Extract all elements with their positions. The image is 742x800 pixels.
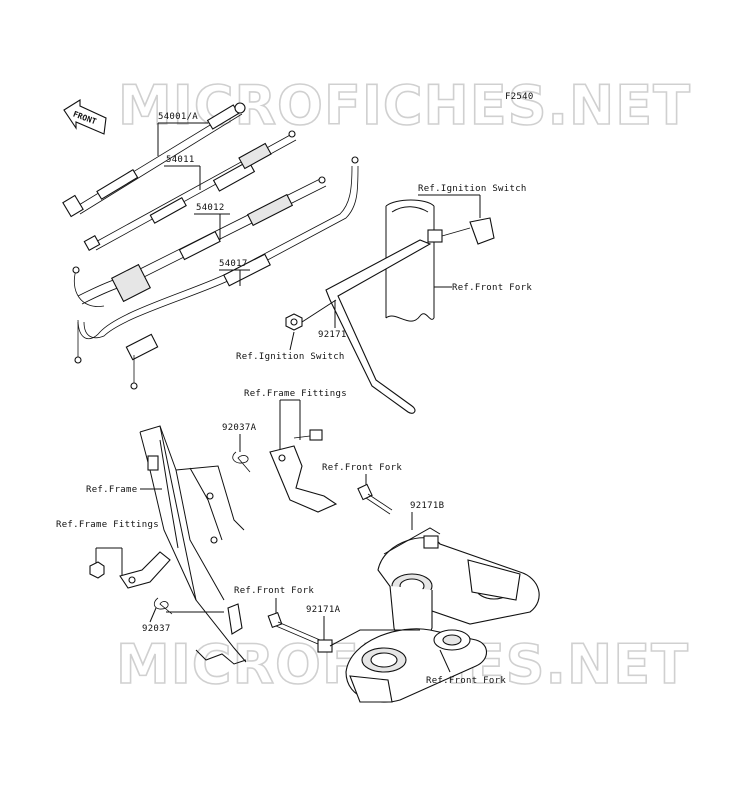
- part-54011-label: 54011: [166, 155, 195, 165]
- lower-fork-clamp: [317, 628, 488, 703]
- ref-front-fork-low: Ref.Front Fork: [234, 586, 314, 596]
- part-54017-label: 54017: [219, 259, 248, 269]
- cable-guide-bracket-top: [269, 445, 338, 513]
- part-92037a-label: 92037A: [222, 423, 257, 433]
- ref-front-fork-top: Ref.Front Fork: [452, 283, 532, 293]
- throttle-cable-54011: [83, 130, 297, 252]
- nut-92171: [285, 313, 303, 331]
- ref-ignition-switch-mid: Ref.Ignition Switch: [236, 352, 345, 362]
- bolt-frame-fittings-top: [293, 429, 323, 441]
- ref-front-fork-mid: Ref.Front Fork: [322, 463, 402, 473]
- bolt-frame-fittings-left: [89, 561, 105, 579]
- ref-frame: Ref.Frame: [86, 485, 137, 495]
- part-92171b-label: 92171B: [410, 501, 444, 511]
- ref-frame-fittings-left: Ref.Frame Fittings: [56, 520, 159, 530]
- part-54001a-label: 54001/A: [158, 112, 198, 122]
- throttle-cable-54012: [72, 176, 327, 307]
- frame-structure: [139, 425, 247, 665]
- part-54012-label: 54012: [196, 203, 225, 213]
- part-92037-label: 92037: [142, 624, 171, 634]
- front-arrow-icon: FRONT: [63, 99, 107, 135]
- upper-fork-clamp: [377, 527, 540, 639]
- ref-front-fork-bottom: Ref.Front Fork: [426, 676, 506, 686]
- diagram-code: F2540: [505, 92, 534, 102]
- clip-92037: [153, 597, 173, 615]
- cable-guide-bracket-left: [119, 551, 171, 589]
- bolt-92171a: [267, 611, 321, 645]
- clip-92037a: [232, 451, 251, 473]
- speedometer-cable-54001a: [62, 102, 246, 218]
- ref-ignition-switch-top: Ref.Ignition Switch: [418, 184, 527, 194]
- bolt-92171b: [357, 483, 393, 515]
- part-92171a-label: 92171A: [306, 605, 341, 615]
- part-92171-label: 92171: [318, 330, 347, 340]
- ignition-switch-bracket: [325, 217, 495, 414]
- watermark-top: MICROFICHES.NET: [118, 74, 691, 137]
- ref-frame-fittings-top: Ref.Frame Fittings: [244, 389, 347, 399]
